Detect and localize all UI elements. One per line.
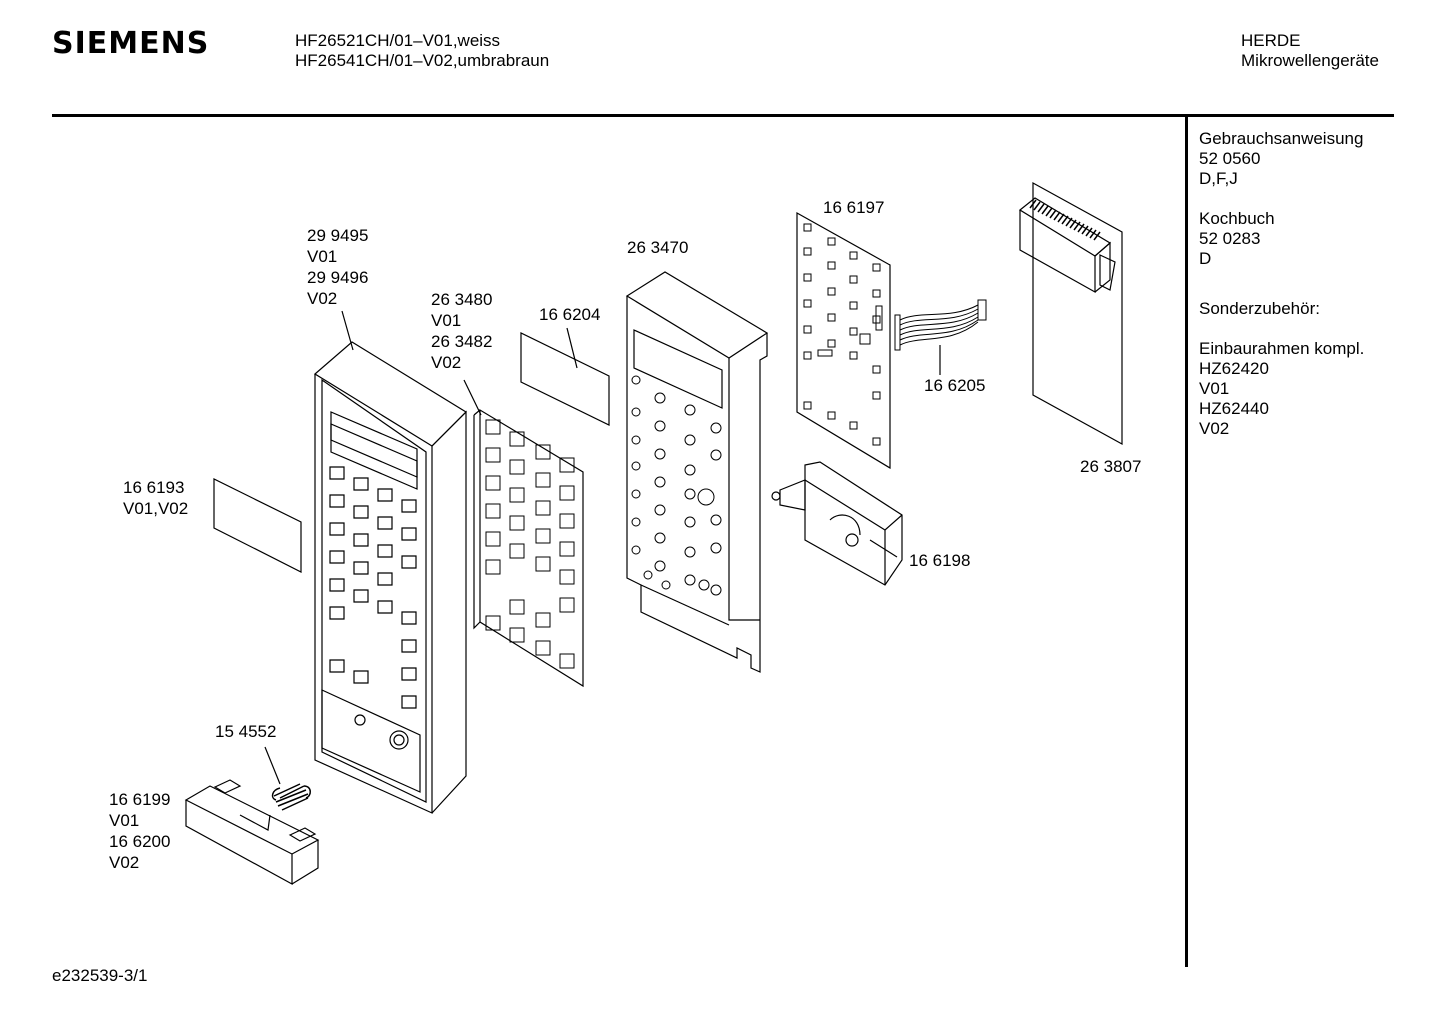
manual-title: Gebrauchsanweisung [1199, 129, 1364, 148]
header-divider [52, 114, 1394, 117]
cable-part [895, 300, 986, 350]
spring-part [273, 784, 311, 810]
sidebar-divider [1185, 117, 1188, 967]
frame-2-number: HZ62440 [1199, 399, 1269, 418]
cable-callout: 16 6205 [924, 375, 985, 396]
model-list: HF26521CH/01–V01,weiss HF26541CH/01–V02,… [295, 31, 549, 71]
part-number: 16 6204 [539, 305, 601, 324]
label-left-part [214, 479, 301, 572]
part-number: 16 6199 [109, 790, 171, 809]
siemens-logo: SIEMENS [52, 26, 210, 61]
cookbook-language: D [1199, 249, 1212, 268]
carrier-part [627, 272, 767, 672]
label-small-part [521, 333, 609, 425]
carrier-callout: 26 3470 [627, 237, 688, 258]
variant-code: V01 [109, 811, 140, 830]
ribbon-part [1020, 183, 1122, 444]
category-sub: Mikrowellengeräte [1241, 51, 1379, 70]
pcb-callout: 16 6197 [823, 197, 884, 218]
door-button-callout: 16 6199 V01 16 6200 V02 [109, 789, 170, 873]
variant-code: V01 [307, 247, 338, 266]
front-panel-callout: 29 9495 V01 29 9496 V02 [307, 225, 368, 309]
frame-2-variant: V02 [1199, 419, 1230, 438]
accessories-title: Sonderzubehör: [1199, 299, 1320, 318]
part-number: 16 6200 [109, 832, 171, 851]
ribbon-callout: 26 3807 [1080, 456, 1141, 477]
part-number: 29 9495 [307, 226, 369, 245]
frame-title: Einbaurahmen kompl. [1199, 339, 1365, 358]
label-small-callout: 16 6204 [539, 304, 600, 325]
leader-lines [265, 311, 940, 784]
category-main: HERDE [1241, 31, 1301, 50]
pcb-part [797, 213, 890, 468]
part-number: 15 4552 [215, 722, 277, 741]
model-line-v01: HF26521CH/01–V01,weiss [295, 31, 501, 50]
cookbook-title: Kochbuch [1199, 209, 1275, 228]
frame-1-number: HZ62420 [1199, 359, 1269, 378]
part-number: 26 3482 [431, 332, 493, 351]
model-line-v02: HF26541CH/01–V02,umbrabraun [295, 51, 550, 70]
product-category: HERDE Mikrowellengeräte [1241, 31, 1379, 71]
switch-part [772, 462, 902, 585]
keypad-part [474, 410, 583, 686]
part-number: 26 3470 [627, 238, 689, 257]
manual-languages: D,F,J [1199, 169, 1238, 188]
frame-1-variant: V01 [1199, 379, 1230, 398]
part-number: 26 3480 [431, 290, 493, 309]
switch-callout: 16 6198 [909, 550, 970, 571]
part-number: 26 3807 [1080, 457, 1142, 476]
documentation-sidebar: Gebrauchsanweisung 52 0560 D,F,J Kochbuc… [1199, 129, 1364, 439]
cookbook-number: 52 0283 [1199, 229, 1261, 248]
manual-number: 52 0560 [1199, 149, 1261, 168]
front-panel-keys [330, 467, 416, 708]
variant-code: V01,V02 [123, 499, 189, 518]
door-button-part [186, 780, 318, 884]
front-panel-part [315, 342, 466, 813]
variant-code: V01 [431, 311, 462, 330]
part-number: 16 6197 [823, 198, 885, 217]
part-number: 16 6198 [909, 551, 971, 570]
keypad-callout: 26 3480 V01 26 3482 V02 [431, 289, 492, 373]
part-number: 16 6205 [924, 376, 986, 395]
spring-callout: 15 4552 [215, 721, 276, 742]
variant-code: V02 [431, 353, 462, 372]
variant-code: V02 [307, 289, 338, 308]
part-number: 16 6193 [123, 478, 185, 497]
label-left-callout: 16 6193 V01,V02 [123, 477, 188, 519]
variant-code: V02 [109, 853, 140, 872]
drawing-id: e232539-3/1 [52, 966, 148, 985]
part-number: 29 9496 [307, 268, 369, 287]
